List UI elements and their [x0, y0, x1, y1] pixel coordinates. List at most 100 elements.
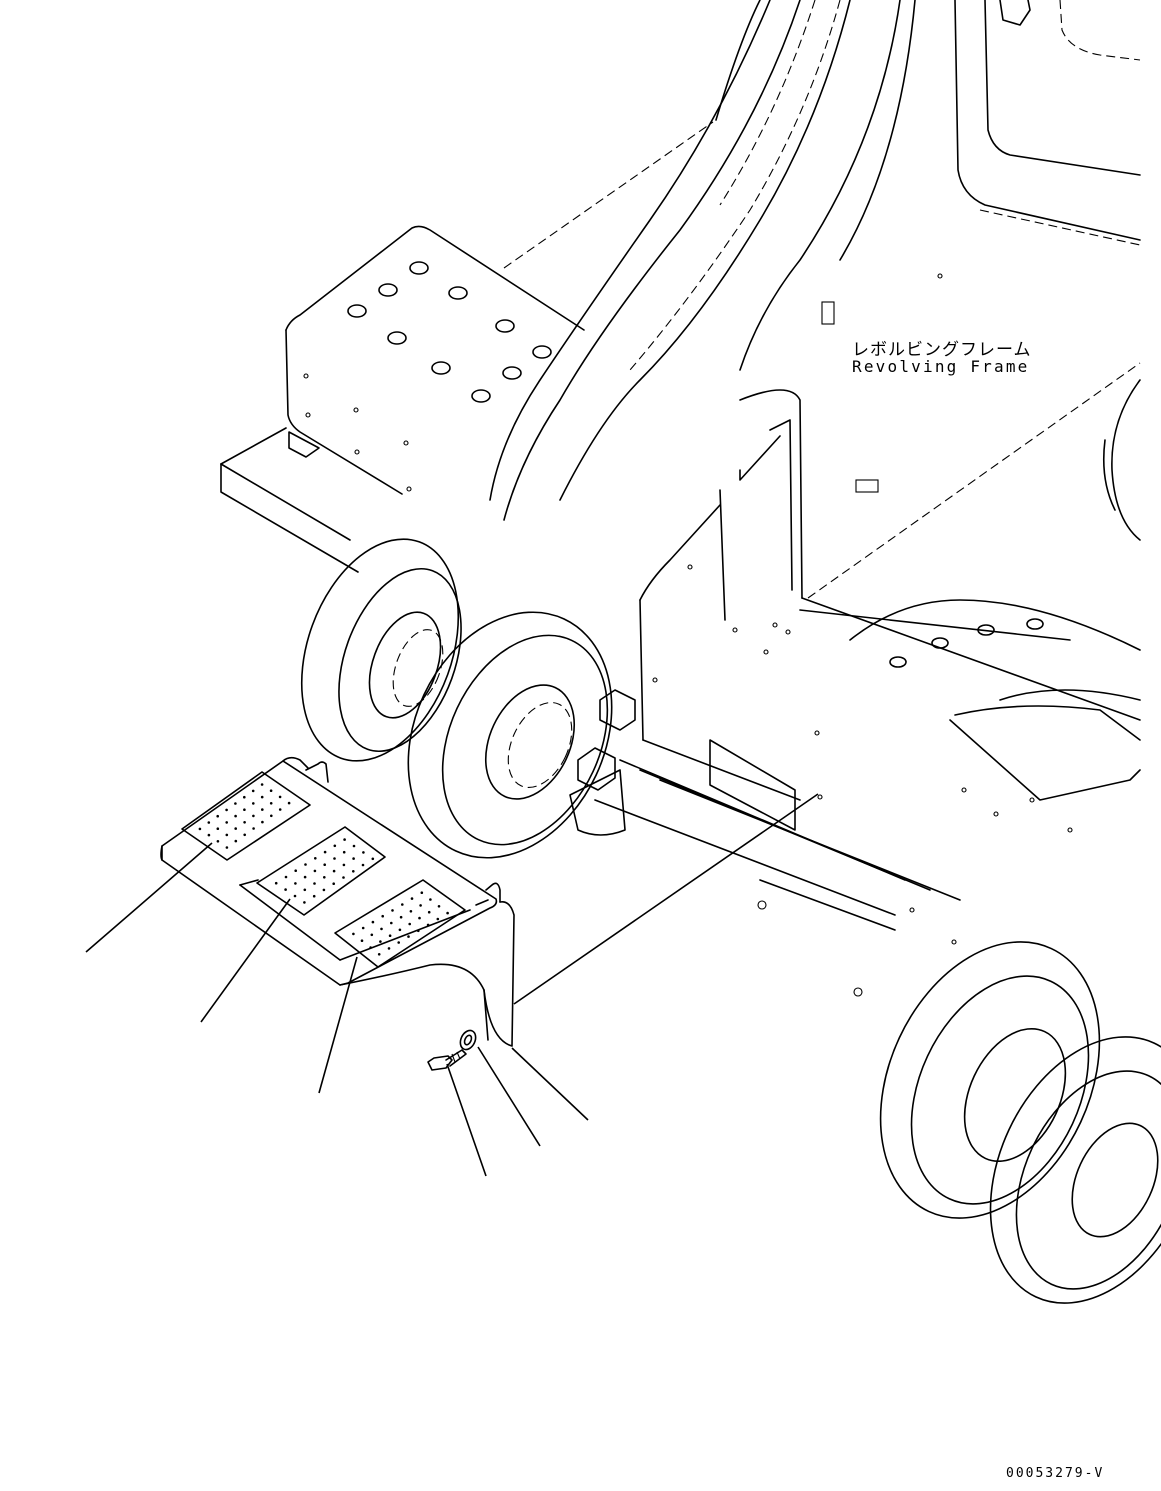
- pad-dot: [362, 851, 365, 854]
- pad-dot: [225, 821, 228, 824]
- bracket-bolt-holes: [347, 261, 552, 403]
- pad-dot: [269, 802, 273, 805]
- pad-dot: [419, 904, 422, 907]
- pad-dot: [270, 814, 273, 818]
- pad-dot: [361, 926, 365, 930]
- pad-dot: [260, 795, 264, 799]
- pad-dot: [342, 863, 346, 867]
- pad-dot: [399, 915, 403, 919]
- pad-dot: [216, 840, 220, 843]
- pad-dot: [243, 808, 246, 811]
- pad-dot: [352, 932, 355, 936]
- pad-dot: [198, 827, 202, 831]
- drawing-number: 00053279-V: [1006, 1466, 1105, 1481]
- pad-dot: [333, 857, 336, 860]
- pad-dot: [361, 863, 365, 867]
- pad-dot: [381, 914, 385, 918]
- pad-dot: [252, 814, 255, 818]
- pad-dot: [243, 795, 246, 799]
- pad-dot: [313, 869, 317, 873]
- pad-dot: [323, 876, 326, 879]
- pad-dot: [446, 911, 449, 915]
- pad-dot: [437, 905, 441, 908]
- pad-dot: [417, 929, 420, 933]
- pad-dot: [234, 802, 237, 805]
- leader-lines: [85, 793, 819, 1177]
- pad-dot: [369, 946, 372, 949]
- pad-dot: [216, 827, 220, 830]
- pad-dot: [234, 814, 237, 818]
- pad-dot: [304, 863, 307, 866]
- pad-dot: [371, 857, 375, 861]
- pad-dot: [408, 922, 412, 926]
- pad-dot: [436, 917, 440, 921]
- pad-dot: [207, 821, 211, 824]
- anti-slip-pads: [181, 771, 466, 968]
- frame-name-english: Revolving Frame: [852, 357, 1030, 376]
- pad-dot: [390, 921, 393, 925]
- pad-dot: [342, 850, 346, 854]
- pad-dot: [293, 894, 297, 898]
- pad-dot: [261, 820, 264, 824]
- pad-dot: [323, 850, 327, 854]
- pad-dot: [284, 888, 287, 891]
- pad-dot: [234, 827, 237, 830]
- pad-dot: [420, 891, 424, 894]
- pad-dot: [387, 947, 391, 950]
- pad-dot: [388, 934, 392, 937]
- pad-dot: [429, 898, 432, 901]
- mounting-bolt: [427, 1049, 467, 1071]
- pad-dot: [252, 802, 255, 805]
- pad-dot: [216, 814, 219, 818]
- pad-dot: [278, 808, 282, 811]
- pad-dot: [207, 833, 211, 837]
- pad-dot: [303, 875, 307, 879]
- pad-dot: [225, 846, 229, 849]
- pad-dot: [380, 927, 383, 931]
- pad-dot: [409, 910, 413, 913]
- pad-dot: [333, 844, 337, 848]
- pad-dot: [377, 953, 381, 956]
- pad-dot: [303, 888, 307, 892]
- pad-dot: [323, 863, 327, 866]
- pad-dot: [370, 933, 374, 937]
- frame-name-japanese: レボルビングフレーム: [852, 340, 1032, 360]
- pad-dot: [252, 827, 255, 830]
- revolving-frame-outline: [220, 0, 1161, 1304]
- pad-dot: [294, 882, 297, 885]
- pad-dot: [342, 876, 345, 879]
- pad-dot: [426, 923, 430, 927]
- pad-dot: [401, 903, 404, 906]
- pad-dot: [303, 901, 306, 904]
- pad-dot: [313, 882, 316, 885]
- pad-dot: [269, 789, 273, 792]
- pad-dot: [332, 882, 336, 885]
- pad-dot: [398, 928, 402, 932]
- pad-dot: [391, 909, 394, 912]
- pad-dot: [427, 910, 431, 914]
- frame-bolt-holes: [303, 273, 1073, 997]
- pad-dot: [243, 833, 246, 837]
- pad-dot: [312, 894, 316, 898]
- pad-dot: [322, 888, 326, 892]
- step-plate: [160, 756, 515, 1047]
- pad-dot: [379, 940, 382, 943]
- pad-dot: [407, 935, 410, 938]
- pad-dot: [294, 869, 298, 872]
- pad-dot: [332, 869, 336, 873]
- pad-dot: [284, 875, 288, 879]
- pad-dot: [371, 920, 375, 924]
- pad-dot: [352, 844, 356, 848]
- pad-dot: [352, 870, 355, 873]
- washer: [459, 1029, 477, 1051]
- pad-dot: [360, 939, 364, 942]
- pad-dot: [225, 808, 228, 812]
- pad-dot: [260, 783, 264, 786]
- pad-dot: [274, 881, 278, 885]
- pad-dot: [410, 897, 414, 900]
- pad-dot: [352, 857, 355, 860]
- pad-dot: [343, 838, 346, 841]
- pad-dot: [261, 808, 264, 811]
- pad-dot: [251, 789, 255, 793]
